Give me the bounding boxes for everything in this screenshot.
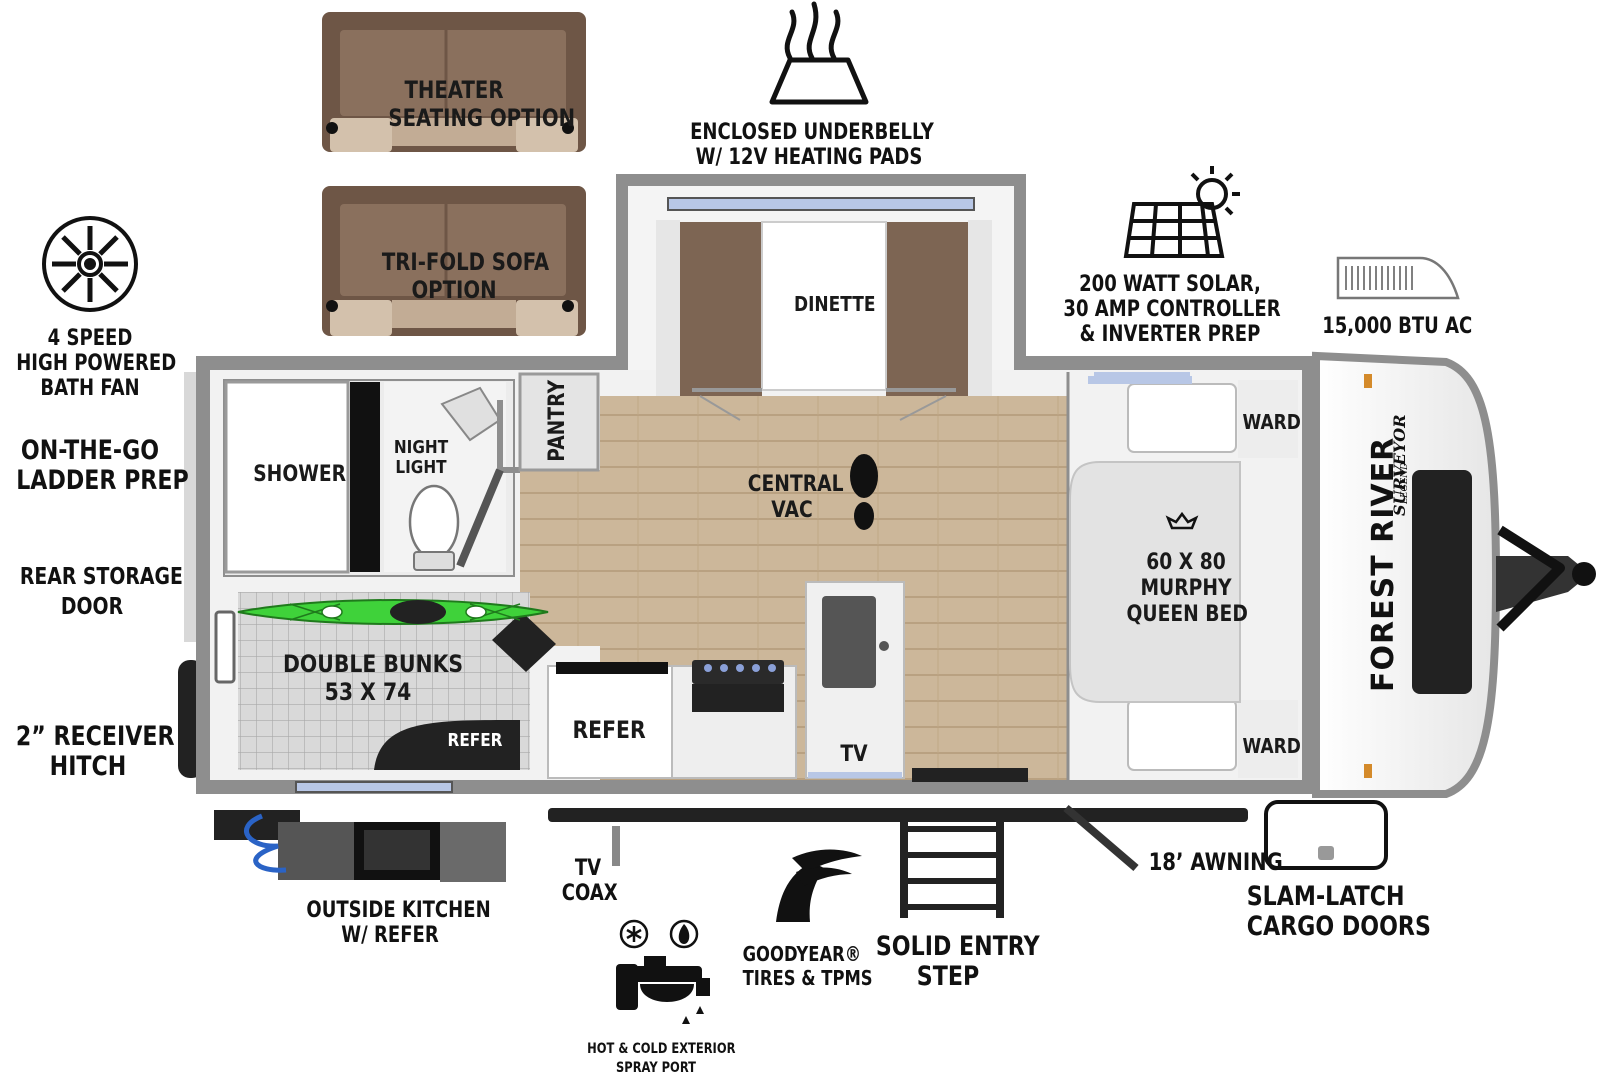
room-murphy-bed: 60 X 80 MURPHY QUEEN BED <box>1126 550 1248 627</box>
label-bath-fan: 4 SPEED HIGH POWERED BATH FAN <box>16 326 177 401</box>
fan-icon <box>42 216 138 312</box>
room-tv: TV <box>840 742 868 767</box>
entry-step <box>900 808 1004 918</box>
label-trifold-sofa: TRI-FOLD SOFA OPTION <box>381 248 550 304</box>
label-underbelly: ENCLOSED UNDERBELLY W/ 12V HEATING PADS <box>690 120 934 170</box>
bathroom <box>223 379 520 577</box>
label-awning: 18’ AWNING <box>1148 848 1283 876</box>
trifold-sofa-option <box>322 186 586 336</box>
room-shower: SHOWER <box>253 462 347 487</box>
winged-foot-icon <box>776 849 862 922</box>
label-solar: 200 WATT SOLAR, 30 AMP CONTROLLER & INVE… <box>1063 272 1281 347</box>
flame-icon <box>669 919 699 949</box>
room-kitchen-refer: REFER <box>572 716 646 744</box>
label-receiver-hitch: 2” RECEIVER HITCH <box>15 721 175 782</box>
label-spray-port: HOT & COLD EXTERIOR SPRAY PORT <box>587 1041 736 1076</box>
label-cargo-doors: SLAM-LATCH CARGO DOORS <box>1246 881 1431 942</box>
room-central-vac: CENTRAL VAC <box>747 472 844 523</box>
label-tv-coax: TV COAX <box>561 856 618 906</box>
air-conditioner-icon <box>1336 256 1460 300</box>
snowflake-icon <box>619 919 649 949</box>
room-bunk-refer: REFER <box>447 730 503 751</box>
crown-icon <box>1165 511 1199 530</box>
steam-icon <box>769 1 869 105</box>
brand-edition: LEGEND <box>1400 462 1410 504</box>
label-outside-kitchen: OUTSIDE KITCHEN W/ REFER <box>306 898 491 948</box>
label-goodyear-tires: GOODYEAR® TIRES & TPMS <box>742 942 873 990</box>
water-hose-icon <box>244 813 287 873</box>
kitchen <box>547 581 905 779</box>
label-entry-step: SOLID ENTRY STEP <box>875 931 1040 992</box>
boot-print-icon <box>850 454 878 530</box>
theater-seating-option <box>322 12 586 152</box>
solar-panel-icon <box>1123 166 1240 258</box>
label-ladder-prep: ON-THE-GO LADDER PREP <box>16 435 189 496</box>
room-double-bunks: DOUBLE BUNKS 53 X 74 <box>283 650 464 706</box>
room-ward-top: WARD <box>1242 410 1301 434</box>
bedroom <box>1066 372 1298 780</box>
room-dinette: DINETTE <box>794 292 876 316</box>
label-theater-seating: THEATER SEATING OPTION <box>388 76 575 132</box>
label-rear-storage: REAR STORAGE DOOR <box>19 564 183 620</box>
outside-kitchen <box>214 810 506 882</box>
windows <box>295 372 1190 793</box>
faucet-icon <box>616 956 710 1024</box>
dinette <box>656 197 992 421</box>
label-ac: 15,000 BTU AC <box>1322 314 1473 339</box>
room-night-light: NIGHT LIGHT <box>393 437 449 478</box>
awning <box>548 804 1248 872</box>
kayak-icon <box>237 599 549 625</box>
pantry <box>518 372 600 472</box>
room-ward-bottom: WARD <box>1242 734 1301 758</box>
room-pantry: PANTRY <box>545 380 570 462</box>
cargo-doors <box>1264 800 1388 870</box>
